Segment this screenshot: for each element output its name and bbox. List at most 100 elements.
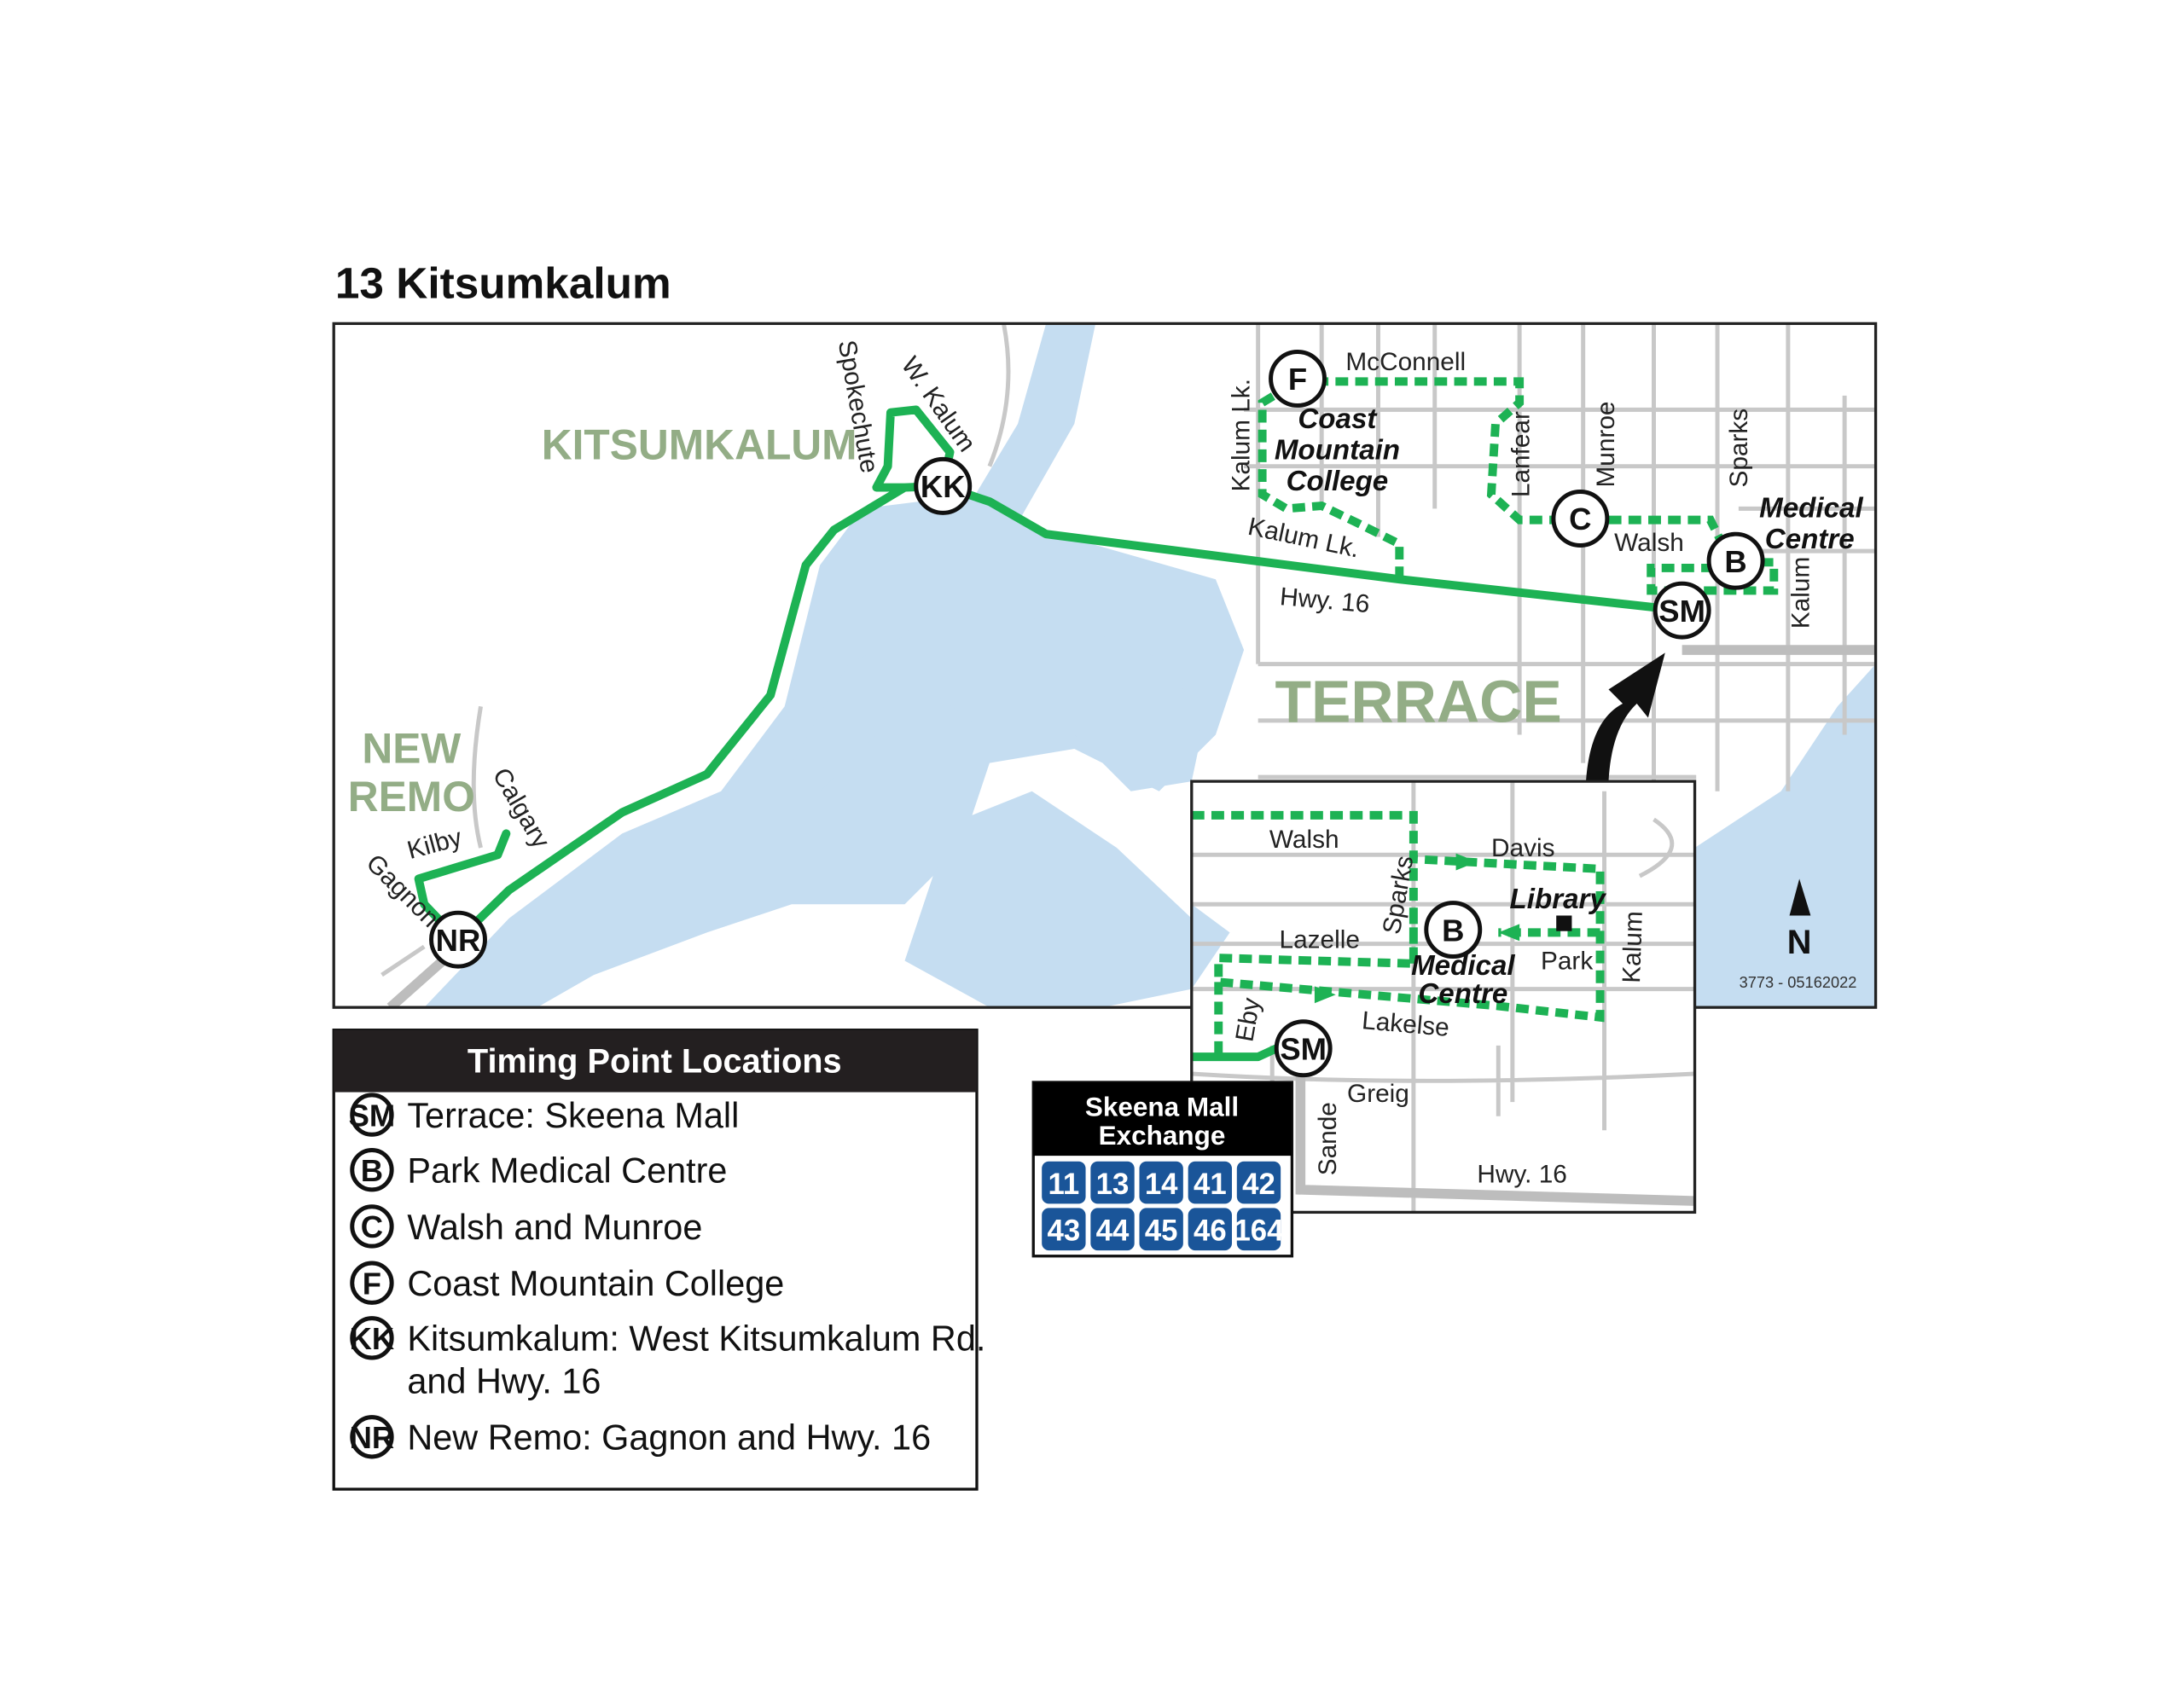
exchange-title: Skeena Mall	[1085, 1093, 1239, 1122]
timing-point-code: SM	[349, 1098, 396, 1133]
page-title: 13 Kitsumkalum	[335, 259, 671, 308]
inset-frame	[1190, 780, 1697, 1215]
timing-point-code: B	[361, 1153, 383, 1188]
poi-label: Mountain	[1275, 434, 1400, 466]
timing-point-label: Park Medical Centre	[407, 1151, 727, 1191]
route-badge[interactable]: 14	[1139, 1161, 1183, 1204]
inset-poi-centre: Centre	[1418, 978, 1507, 1010]
street-mcconnell: McConnell	[1345, 348, 1466, 376]
place-remo: REMO	[348, 773, 475, 820]
timing-point-label: Walsh and Munroe	[407, 1208, 702, 1247]
route-badge[interactable]: 45	[1139, 1208, 1183, 1251]
timing-point-item: KK Kitsumkalum: West Kitsumkalum Rd.and H…	[350, 1316, 985, 1400]
stop-kk[interactable]: KK	[914, 456, 973, 515]
timing-point-code: KK	[350, 1321, 395, 1356]
inset-street-park: Park	[1541, 947, 1593, 975]
main-map-frame	[332, 322, 1878, 1009]
route-badge[interactable]: 164	[1234, 1208, 1284, 1251]
inset-route-loop	[1191, 810, 1605, 1058]
route-badge[interactable]: 42	[1236, 1161, 1281, 1204]
kitsumkalum-river	[424, 323, 1245, 1008]
route-badge[interactable]: 44	[1090, 1208, 1135, 1251]
exchange-subtitle: Exchange	[1099, 1121, 1226, 1151]
timing-point-label: Coast Mountain College	[407, 1264, 784, 1303]
stop-label: F	[1288, 362, 1307, 397]
stop-nr[interactable]: NR	[429, 910, 487, 969]
skeena-river	[904, 607, 1876, 1008]
stop-f[interactable]: F	[1269, 350, 1327, 408]
timing-point-item: SM Terrace: Skeena Mall	[349, 1093, 739, 1137]
route-badge[interactable]: 13	[1090, 1161, 1135, 1204]
street-sparks: Sparks	[1725, 409, 1753, 488]
timing-point-label: Kitsumkalum: West Kitsumkalum Rd.	[407, 1319, 985, 1359]
poi-coast-mountain-college: Coast Mountain College	[1275, 403, 1400, 497]
route-badge[interactable]: 46	[1188, 1208, 1233, 1251]
route-badge-label: 42	[1242, 1168, 1275, 1201]
route-badge-label: 43	[1048, 1215, 1081, 1248]
street-walsh: Walsh	[1614, 529, 1684, 557]
route-badge-label: 164	[1234, 1215, 1284, 1248]
stop-b[interactable]: B	[1706, 531, 1765, 590]
stop-label: NR	[436, 923, 481, 958]
inset-street-davis: Davis	[1491, 834, 1555, 862]
poi-label: Medical	[1759, 492, 1863, 524]
inset-stop-sm[interactable]: SM	[1274, 1019, 1333, 1078]
inset-poi-library: Library	[1510, 884, 1607, 915]
poi-label: Centre	[1765, 524, 1855, 555]
main-map: KITSUMKALUM NEW REMO TERRACE Spokechute …	[332, 322, 1878, 1009]
timing-point-label-2: and Hwy. 16	[407, 1361, 601, 1400]
stop-label: B	[1442, 913, 1464, 948]
route-badge-label: 45	[1145, 1215, 1178, 1248]
timing-point-icon: KK	[350, 1316, 395, 1360]
stop-label: KK	[921, 469, 966, 504]
inset-street-kalum: Kalum	[1618, 911, 1648, 984]
timing-point-icon: NR	[350, 1415, 395, 1459]
route-badge[interactable]: 11	[1042, 1161, 1086, 1204]
poi-medical-centre: Medical Centre	[1759, 492, 1863, 554]
inset-street-lazelle: Lazelle	[1280, 926, 1360, 954]
timing-point-item: B Park Medical Centre	[350, 1148, 727, 1192]
route-badge-label: 11	[1048, 1168, 1079, 1201]
timing-point-item: F Coast Mountain College	[350, 1261, 784, 1305]
timing-point-icon: C	[350, 1204, 394, 1249]
place-kitsumkalum: KITSUMKALUM	[542, 420, 857, 468]
route-badge[interactable]: 43	[1042, 1208, 1086, 1251]
street-kalum-lk-v: Kalum Lk.	[1228, 379, 1256, 491]
timing-point-label: Terrace: Skeena Mall	[407, 1096, 739, 1135]
stop-label: B	[1724, 544, 1746, 579]
inset-street-hwy16: Hwy. 16	[1477, 1161, 1566, 1189]
inset-stop-b[interactable]: B	[1424, 901, 1483, 959]
route-badge-label: 13	[1096, 1168, 1130, 1201]
route-13-line	[414, 405, 1687, 944]
stop-label: SM	[1658, 594, 1705, 629]
library-icon	[1556, 915, 1572, 931]
north-label: N	[1787, 924, 1812, 961]
route-badge-label: 46	[1194, 1215, 1227, 1248]
inset-street-sande: Sande	[1314, 1102, 1342, 1175]
timing-point-code: NR	[350, 1420, 395, 1455]
north-arrow-icon	[1789, 878, 1811, 916]
timing-point-icon: SM	[349, 1093, 396, 1137]
inset-street-walsh: Walsh	[1269, 826, 1339, 854]
poi-label: College	[1287, 466, 1389, 497]
north-arrow: N	[1787, 878, 1812, 961]
stop-c[interactable]: C	[1551, 490, 1610, 548]
water-inlet	[791, 635, 905, 791]
poi-label: Coast	[1298, 403, 1378, 435]
stop-label: C	[1569, 501, 1591, 536]
stop-label: SM	[1280, 1031, 1327, 1066]
route-badge[interactable]: 41	[1188, 1161, 1233, 1204]
timing-point-icon: B	[350, 1148, 394, 1192]
stop-sm[interactable]: SM	[1653, 581, 1711, 640]
timing-point-icon: F	[350, 1261, 394, 1305]
route-badge-label: 44	[1096, 1215, 1130, 1248]
legend-header: Timing Point Locations	[468, 1042, 842, 1080]
route-13-loop	[1258, 377, 1779, 595]
inset-pointer-arrow	[1585, 652, 1665, 782]
timing-point-legend: Timing Point Locations SM Terrace: Skeena…	[332, 1029, 985, 1491]
route-badge-label: 41	[1194, 1168, 1227, 1201]
place-terrace: TERRACE	[1275, 669, 1562, 735]
timing-point-code: F	[363, 1266, 381, 1301]
